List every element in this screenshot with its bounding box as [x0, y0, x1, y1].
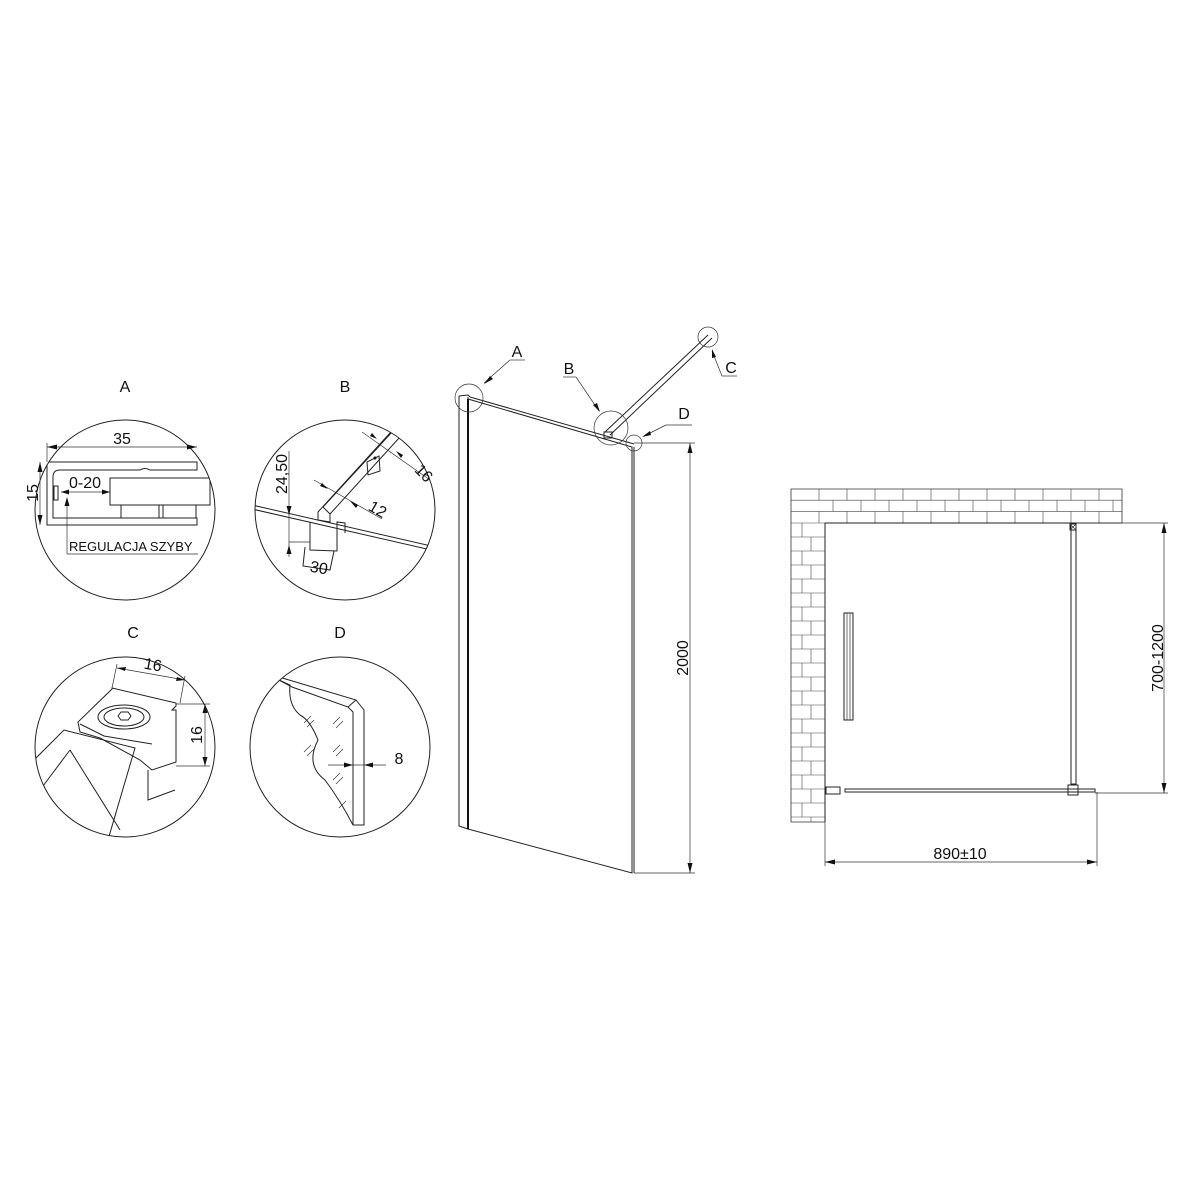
dim-b-height: 24,50	[274, 454, 291, 494]
adjust-screw	[53, 485, 59, 501]
dim-b-clamp: 16	[411, 462, 436, 487]
support-bar-end	[35, 729, 136, 837]
plan-view: 700-1200 890±10	[790, 488, 1168, 866]
room-floor	[825, 523, 1123, 823]
detail-d: D 8	[249, 625, 431, 838]
dim-depth: 700-1200	[1150, 624, 1167, 692]
callout-d: D	[678, 406, 690, 423]
wall-fitting	[77, 687, 177, 771]
clamp	[309, 521, 346, 552]
glass-panel-corner	[278, 676, 365, 826]
dim-a-adjust: 0-20	[69, 475, 101, 492]
detail-c-circle	[34, 656, 216, 838]
perspective-view: A B C D 2000	[454, 326, 737, 874]
detail-a-label: A	[120, 379, 131, 396]
plan-clamp	[1067, 784, 1079, 796]
dim-a-height: 15	[25, 484, 42, 502]
callout-circle-b	[593, 410, 629, 446]
profile-feet	[120, 505, 197, 518]
detail-c-label: C	[127, 625, 139, 642]
profile-channel	[46, 461, 198, 526]
support-bar	[604, 334, 709, 433]
detail-d-circle	[249, 656, 431, 838]
detail-a: A 35 15 0-20 REGULACJA SZYBY	[25, 379, 216, 601]
dim-width: 890±10	[933, 846, 986, 863]
brick-wall	[790, 488, 1123, 823]
dim-c-width: 16	[143, 656, 164, 676]
callout-b: B	[564, 361, 575, 378]
glass-hatching	[303, 715, 347, 809]
detail-b-circle	[254, 419, 436, 601]
wall-fixture	[843, 612, 854, 721]
dim-a-width: 35	[113, 431, 131, 448]
detail-d-label: D	[334, 625, 346, 642]
wall-profile	[458, 396, 469, 830]
hex-bolt	[97, 704, 151, 730]
callout-a: A	[512, 344, 523, 361]
callout-circle-a	[454, 383, 484, 413]
detail-c: C 16 16	[34, 625, 216, 838]
detail-b: B 16 12 24	[254, 379, 436, 601]
dim-height-2000: 2000	[675, 640, 692, 676]
dim-b-bar: 12	[365, 498, 389, 522]
callout-c: C	[725, 360, 737, 377]
dim-b-base: 30	[309, 559, 330, 579]
glass-panel	[467, 398, 633, 874]
detail-b-label: B	[340, 379, 351, 396]
dim-d-thickness: 8	[395, 751, 404, 768]
plan-glass-panel	[844, 788, 1096, 793]
plan-wall-profile	[825, 786, 841, 795]
note-glass-adjustment: REGULACJA SZYBY	[69, 539, 193, 554]
glass-in-profile	[109, 477, 211, 506]
callout-circle-c	[697, 326, 719, 348]
dim-c-height: 16	[189, 726, 206, 744]
detail-a-circle	[34, 419, 216, 601]
